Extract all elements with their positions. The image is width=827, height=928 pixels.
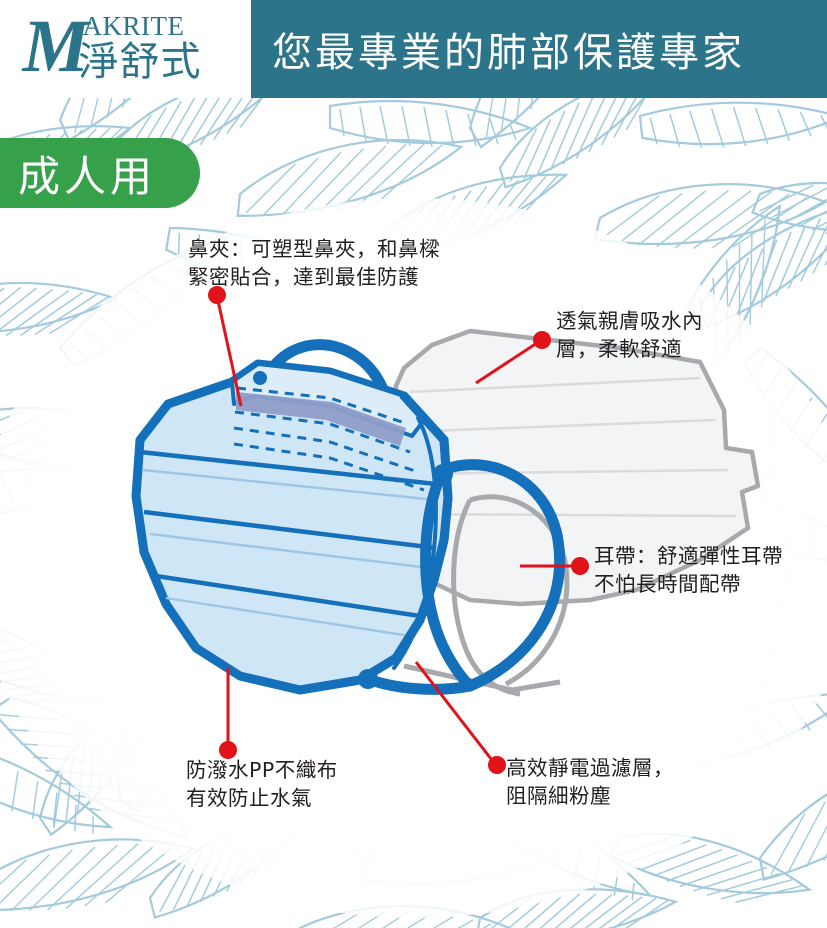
audience-badge-label: 成人用 xyxy=(18,151,157,201)
logo-monogram: M xyxy=(22,5,90,88)
annotation-inner-layer: 透氣親膚吸水內 層，柔軟舒適 xyxy=(556,309,703,361)
header-bar: M AKRITE 淨舒式 您最專業的肺部保護專家 xyxy=(0,0,827,98)
annotation-pp-nonwoven: 防潑水PP不織布 有效防止水氣 xyxy=(186,758,338,810)
brand-logo: M AKRITE 淨舒式 xyxy=(0,0,251,98)
marker-filter xyxy=(488,756,506,774)
annotation-filter-layer: 高效靜電過濾層， 阻隔細粉塵 xyxy=(506,756,674,808)
annotation-nose-clip: 鼻夾：可塑型鼻夾，和鼻樑 緊密貼合，達到最佳防護 xyxy=(188,237,440,289)
marker-inner-layer xyxy=(533,331,551,349)
audience-badge: 成人用 xyxy=(0,138,200,208)
marker-ear-loop xyxy=(571,557,589,575)
logo-wordmark: AKRITE xyxy=(82,11,185,41)
header-slogan: 您最專業的肺部保護專家 xyxy=(272,30,745,76)
annotation-ear-loop: 耳帶：舒適彈性耳帶 不怕長時間配帶 xyxy=(594,544,783,596)
logo-chinese-name: 淨舒式 xyxy=(78,39,202,84)
